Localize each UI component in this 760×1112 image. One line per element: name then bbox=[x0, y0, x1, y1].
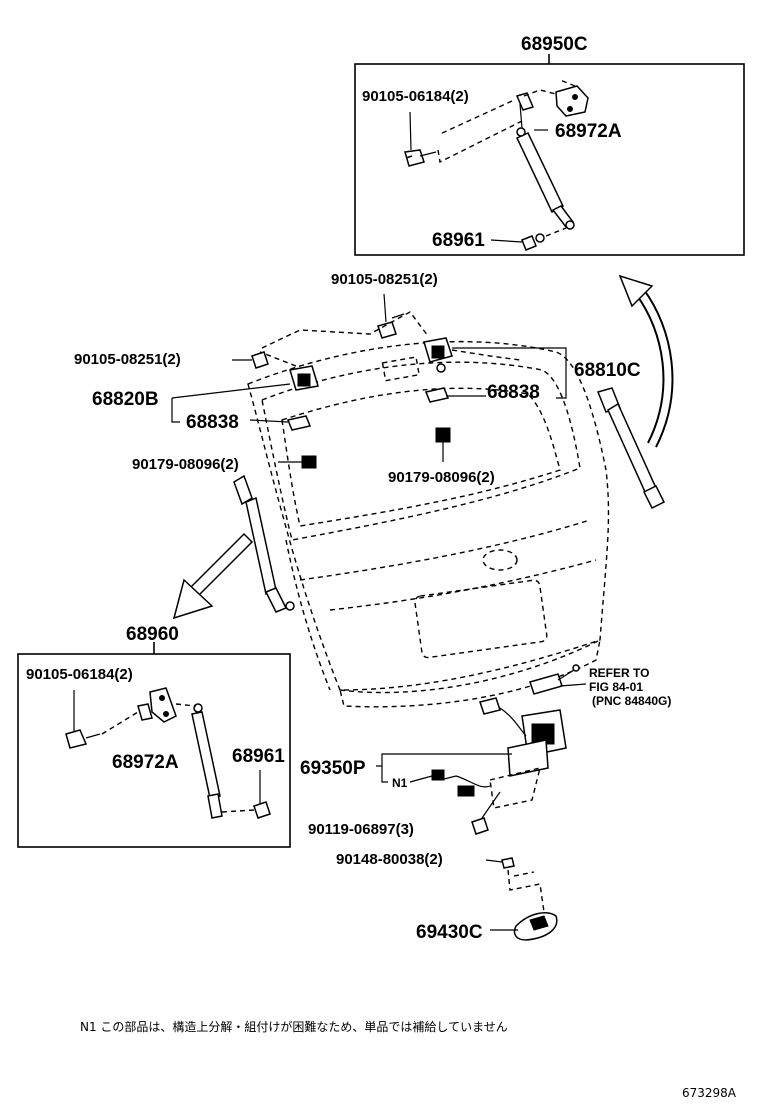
label-bumper-left: 90179-08096(2) bbox=[132, 456, 239, 473]
label-bot-bracket: 68972A bbox=[112, 752, 179, 773]
label-cushion-left: 68838 bbox=[186, 412, 239, 433]
figure-id: 673298A bbox=[682, 1086, 737, 1100]
label-top-bracket: 68972A bbox=[555, 121, 622, 142]
label-screw-lock: 90119-06897(3) bbox=[308, 821, 414, 838]
top-bolt-part bbox=[404, 111, 437, 167]
label-n1: N1 bbox=[392, 776, 408, 790]
label-bot-assy: 68960 bbox=[126, 624, 179, 645]
cushion-right-part bbox=[424, 387, 450, 403]
footnote: N1 この部品は、構造上分解・組付けが困難なため、単品では補給していません bbox=[80, 1019, 508, 1034]
top-ball-joint-part bbox=[490, 227, 567, 251]
center-hinge bbox=[377, 293, 453, 373]
bottom-bracket-part bbox=[137, 687, 177, 723]
lock-assembly bbox=[431, 697, 567, 809]
label-bot-bolt: 90105-06184(2) bbox=[26, 666, 133, 683]
label-refer-1: REFER TO bbox=[589, 666, 649, 680]
label-lock: 69350P bbox=[300, 758, 366, 779]
striker-screw-part bbox=[485, 857, 515, 869]
label-cushion-right: 68838 bbox=[487, 382, 540, 403]
liftgate-panel bbox=[247, 340, 610, 708]
diagonal-arrow bbox=[172, 532, 254, 620]
label-hinge-right: 68810C bbox=[574, 360, 641, 381]
striker-part bbox=[490, 912, 558, 941]
cushion-left-part bbox=[286, 415, 312, 431]
lock-screw-part bbox=[471, 791, 501, 835]
top-bracket-part bbox=[515, 85, 589, 117]
label-refer-3: (PNC 84840G) bbox=[592, 694, 671, 708]
top-gas-strut bbox=[515, 103, 575, 230]
opener-switch bbox=[529, 664, 587, 695]
label-bot-ball: 68961 bbox=[232, 746, 285, 767]
bumper-center-part bbox=[435, 427, 451, 462]
label-upper-bolt: 90105-08251(2) bbox=[331, 271, 438, 288]
label-striker: 69430C bbox=[416, 922, 483, 943]
label-left-bolt: 90105-08251(2) bbox=[74, 351, 181, 368]
label-refer-2: FIG 84-01 bbox=[589, 680, 643, 694]
bottom-ball-joint-part bbox=[221, 770, 271, 819]
label-screw-striker: 90148-80038(2) bbox=[336, 851, 443, 868]
left-hinge bbox=[232, 351, 319, 391]
label-bumper-center: 90179-08096(2) bbox=[388, 469, 495, 486]
bottom-gas-strut bbox=[191, 703, 223, 819]
label-top-assy: 68950C bbox=[521, 34, 588, 55]
label-top-ball: 68961 bbox=[432, 230, 485, 251]
bumper-left-part bbox=[278, 455, 317, 469]
right-gas-strut bbox=[596, 387, 666, 510]
label-hinge-left: 68820B bbox=[92, 389, 159, 410]
curved-arrow bbox=[618, 274, 674, 448]
bottom-bolt-part bbox=[65, 690, 101, 749]
label-top-bolt: 90105-06184(2) bbox=[362, 88, 469, 105]
left-gas-strut bbox=[233, 474, 295, 613]
